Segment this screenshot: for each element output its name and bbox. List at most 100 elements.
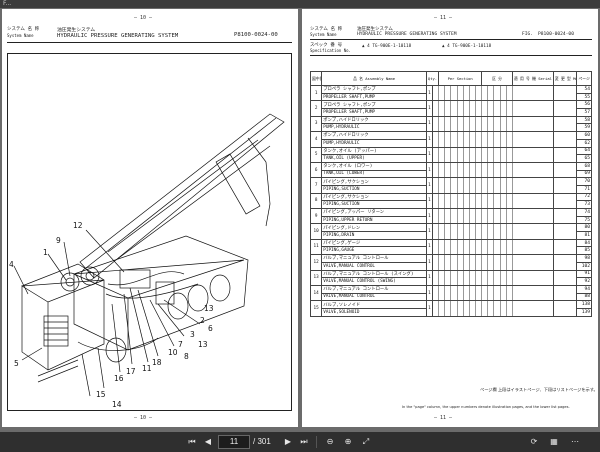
illustration-page-cell[interactable]: 74 xyxy=(576,208,592,217)
list-page-cell[interactable]: 88 xyxy=(576,292,592,302)
th-name: Name xyxy=(385,75,396,81)
assembly-jp-cell: タンク,オイル (アッパー) xyxy=(321,146,427,156)
model-cell xyxy=(552,115,578,133)
part-name-cell: PIPING,UPPER RETURN xyxy=(321,215,427,225)
illustration-page-cell[interactable]: 56 xyxy=(576,100,592,110)
callout-4: 4 xyxy=(9,260,14,269)
list-page-cell[interactable]: 92 xyxy=(576,277,592,286)
serial-cell xyxy=(511,161,554,179)
assembly-jp-cell: ポンプ,ハイドロリック xyxy=(321,115,427,125)
parts-index-table: 図中番号 Ref. No. 品 名 Assembly Name Qty. Per… xyxy=(309,71,592,317)
model-cell xyxy=(552,300,578,317)
tab-strip[interactable]: F... xyxy=(0,0,600,8)
more-options-icon[interactable]: ⋯ xyxy=(571,437,579,446)
illustration-page-cell[interactable]: 91 xyxy=(576,269,592,279)
current-page-input[interactable]: 11 xyxy=(218,435,250,449)
callout-12: 12 xyxy=(73,221,83,230)
footnote-en: In the "page" column, the upper numbers … xyxy=(402,405,570,409)
callout-3: 3 xyxy=(190,330,195,339)
model-cell xyxy=(552,192,578,210)
th-assembly-name: 品 名 Assembly Name xyxy=(321,71,427,86)
list-page-cell[interactable]: 65 xyxy=(576,154,592,163)
illustration-page-cell[interactable]: 72 xyxy=(576,192,592,202)
illustration-page-cell[interactable]: 70 xyxy=(576,177,592,186)
assembly-jp-cell: バルブ,マニュアル コントロール xyxy=(321,254,427,263)
left-system-label-en: System Name xyxy=(7,33,34,38)
list-page-cell[interactable]: 59 xyxy=(576,123,592,133)
list-page-cell[interactable]: 55 xyxy=(576,92,592,102)
crane-illustration-frame: 12 9 1 4 2 3 13 14 5 15 16 17 10 18 11 7… xyxy=(7,53,292,411)
list-page-cell[interactable]: 71 xyxy=(576,184,592,194)
zoom-out-icon[interactable]: ⊖ xyxy=(326,437,334,446)
illustration-page-cell[interactable]: 98 xyxy=(576,254,592,263)
illustration-page-cell[interactable]: 68 xyxy=(576,161,592,171)
left-system-value-en: HYDRAULIC PRESSURE GENERATING SYSTEM xyxy=(57,33,179,39)
prev-page-button[interactable]: ◀ xyxy=(204,437,212,446)
footnote-jp: ページ欄 上段はイラストページ、下段はリストページを示す。 xyxy=(480,387,598,392)
list-page-cell[interactable]: 85 xyxy=(576,246,592,256)
ref-no-cell: 15 xyxy=(309,300,323,317)
zoom-in-icon[interactable]: ⊕ xyxy=(344,437,352,446)
ref-no-cell: 2 xyxy=(309,100,323,117)
list-page-cell[interactable]: 81 xyxy=(576,231,592,240)
serial-cell xyxy=(511,146,554,163)
right-page-number-bottom: — 11 — xyxy=(434,415,453,421)
part-name-cell: PUMP,HYDRAULIC xyxy=(321,138,427,148)
illustration-page-cell[interactable]: 94 xyxy=(576,284,592,294)
model-cell xyxy=(552,84,578,102)
illustration-page-cell[interactable]: 80 xyxy=(576,223,592,233)
list-page-cell[interactable]: 102 xyxy=(576,261,592,271)
toolbar-separator xyxy=(316,436,317,448)
right-header-rule xyxy=(310,39,592,40)
list-page-cell[interactable]: 69 xyxy=(576,169,592,179)
next-page-button[interactable]: ▶ xyxy=(284,437,292,446)
spec-label-en: Specification No. xyxy=(310,48,351,53)
illustration-page-cell[interactable]: 60 xyxy=(576,131,592,140)
list-page-cell[interactable]: 75 xyxy=(576,215,592,225)
list-page-cell[interactable]: 139 xyxy=(576,307,592,317)
assembly-jp-cell: パイピング,アッパー リターン xyxy=(321,208,427,217)
ref-no-cell: 5 xyxy=(309,146,323,163)
th-assembly: Assembly xyxy=(365,75,384,81)
grid-view-icon[interactable]: ▦ xyxy=(550,437,558,446)
list-page-cell[interactable]: 73 xyxy=(576,200,592,209)
illustration-page-cell[interactable]: 138 xyxy=(576,300,592,309)
right-system-value-jp: 油圧発生システム xyxy=(357,27,393,32)
ref-no-cell: 1 xyxy=(309,84,323,102)
total-pages: / 301 xyxy=(253,437,271,446)
serial-cell xyxy=(511,269,554,286)
right-system-value-en: HYDRAULIC PRESSURE GENERATING SYSTEM xyxy=(357,32,457,37)
serial-cell xyxy=(511,223,554,240)
rotate-icon[interactable]: ⟳ xyxy=(530,437,538,446)
ref-no-cell: 4 xyxy=(309,131,323,148)
illustration-page-cell[interactable]: 54 xyxy=(576,85,592,94)
list-page-cell[interactable]: 62 xyxy=(576,138,592,148)
first-page-icon[interactable]: ⏮ xyxy=(188,437,196,446)
serial-cell xyxy=(511,300,554,317)
th-page: ページ Page xyxy=(576,71,592,86)
last-page-icon[interactable]: ⏭ xyxy=(300,437,308,446)
illustration-page-cell[interactable]: 64 xyxy=(576,146,592,156)
ref-no-cell: 9 xyxy=(309,207,323,225)
part-name-cell: PIPING,DRAIN xyxy=(321,231,427,240)
model-cell xyxy=(552,207,578,225)
fit-width-icon[interactable]: ⤢ xyxy=(362,437,370,446)
assembly-jp-cell: タンク,オイル (ロワー) xyxy=(321,161,427,171)
ref-no-cell: 12 xyxy=(309,254,323,271)
list-page-cell[interactable]: 57 xyxy=(576,108,592,117)
illustration-page-cell[interactable]: 84 xyxy=(576,238,592,248)
ref-no-cell: 7 xyxy=(309,177,323,194)
part-name-cell: VALVE,MANUAL CONTROL xyxy=(321,261,427,271)
illustration-page-cell[interactable]: 58 xyxy=(576,115,592,125)
assembly-jp-cell: パイピング,ゲージ xyxy=(321,238,427,248)
ref-no-cell: 3 xyxy=(309,115,323,133)
